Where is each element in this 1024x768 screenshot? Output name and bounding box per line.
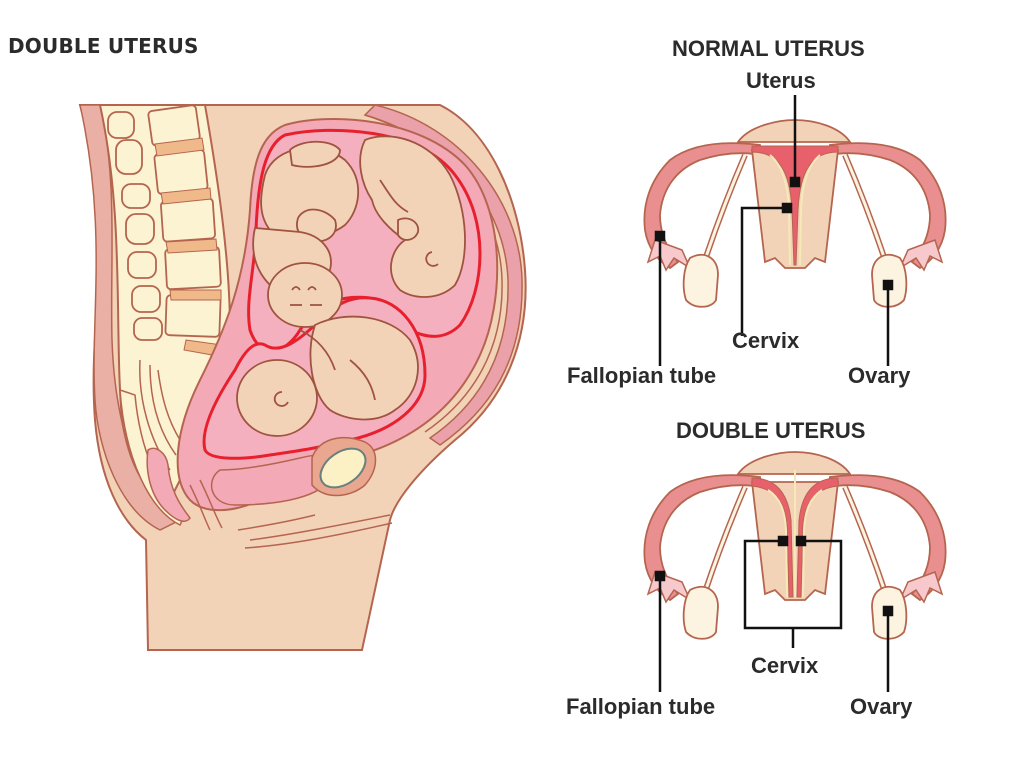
double-uterus-organ (643, 451, 947, 640)
normal-uterus-organ (643, 119, 947, 308)
double-leader-lines (654, 535, 894, 692)
rectum (146, 447, 191, 522)
normal-label-ovary: Ovary (848, 363, 911, 388)
ovarian-ligament-left-inner (703, 154, 747, 261)
normal-uterus-title: NORMAL UTERUS (672, 36, 865, 61)
normal-label-fallopian-tube: Fallopian tube (567, 363, 717, 388)
fetus-right (359, 135, 466, 298)
double-uterus-title: DOUBLE UTERUS (676, 418, 866, 443)
birth-canal (189, 479, 223, 531)
fetus-upper (252, 140, 360, 328)
fetus-lower (236, 315, 419, 437)
double-tube-left (643, 474, 764, 602)
fimbriae-right (898, 239, 944, 272)
left-diagram-title: DOUBLE UTERUS (8, 34, 199, 58)
double-tube-right (826, 474, 947, 602)
fimbriae-left (646, 239, 692, 272)
fallopian-tube-right (826, 142, 947, 270)
double-fundus (736, 451, 852, 475)
double-ovary-left (682, 585, 719, 640)
double-fimbriae-left (646, 571, 692, 604)
normal-label-cervix: Cervix (732, 328, 800, 353)
double-ovarian-ligament-left-inner (703, 486, 747, 593)
label-uterus: Uterus (746, 68, 816, 93)
double-label-cervix: Cervix (751, 653, 819, 678)
double-label-fallopian-tube: Fallopian tube (566, 694, 716, 719)
ovary-left (682, 253, 719, 308)
double-label-ovary: Ovary (850, 694, 913, 719)
double-cavity-lining (767, 470, 823, 598)
double-fimbriae-right (898, 571, 944, 604)
ovarian-ligament-right-inner (843, 154, 887, 261)
normal-leader-lines (654, 95, 894, 366)
pelvic-floor-lines (237, 514, 393, 549)
fallopian-tube-left (643, 142, 764, 270)
double-cavity-left (751, 477, 794, 598)
double-ovarian-ligament-right-inner (843, 486, 887, 593)
spinous-processes (107, 111, 163, 341)
double-cavity-right (796, 477, 839, 598)
pubic-bone (319, 447, 367, 489)
